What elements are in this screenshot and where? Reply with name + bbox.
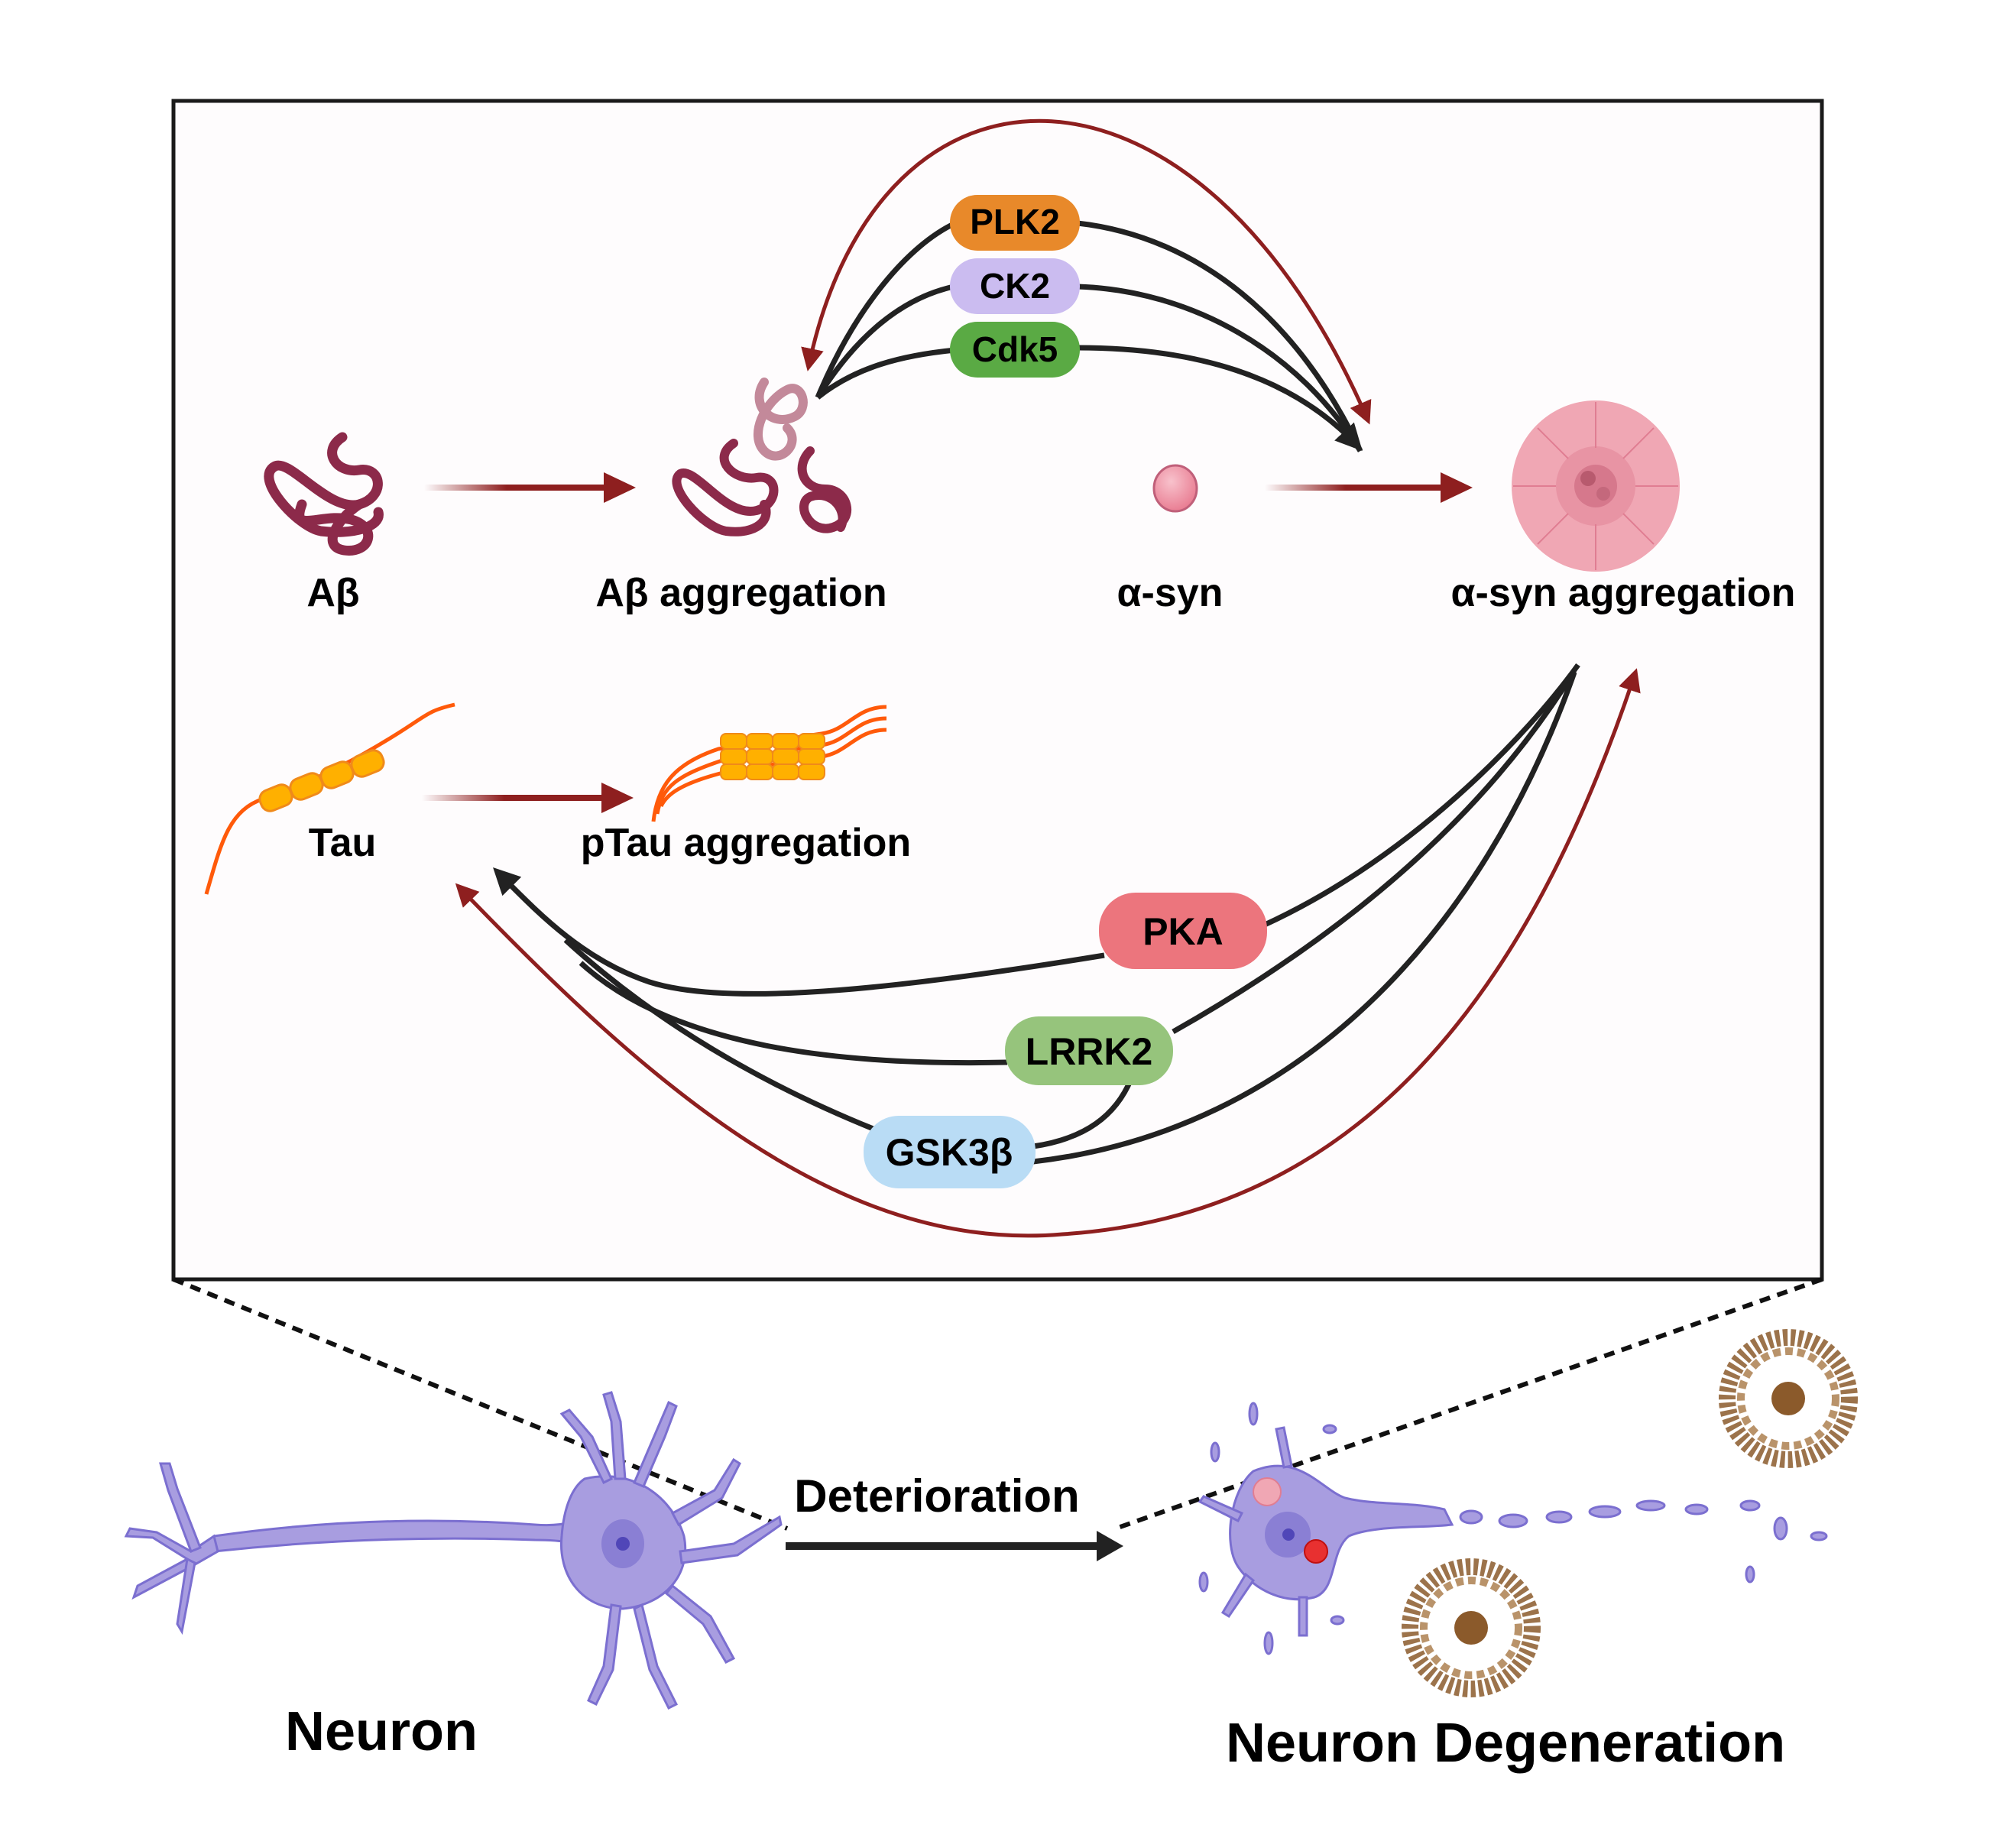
lrrk2-curve-right	[1172, 669, 1577, 1035]
tau-label: Tau	[309, 821, 377, 865]
cdk5-curve-left	[815, 347, 956, 400]
pill-bg	[864, 1116, 1036, 1188]
pill-bg	[950, 258, 1080, 314]
kinase-pill-lrrk2: LRRK2	[1005, 1016, 1173, 1085]
zoom-line-right	[1115, 1277, 1823, 1531]
lrrk2-curve-left	[579, 961, 1008, 1066]
top-kinase-curves	[815, 220, 1363, 452]
abeta-aggregate-icon	[672, 378, 851, 536]
neuron-degeneration-label: Neuron Degeneration	[1226, 1713, 1785, 1774]
tau-monomer-icon	[204, 702, 455, 895]
asyn-label: α-syn	[1117, 571, 1224, 615]
ck2-curve-left	[815, 284, 955, 399]
abeta-aggregation-label: Aβ aggregation	[595, 571, 886, 615]
abeta-arrow	[424, 472, 636, 503]
plk2-curve-right	[1077, 220, 1363, 452]
kinase-pill-ck2: CK2	[950, 258, 1080, 314]
cdk5-curve-right	[1077, 345, 1363, 452]
tau-asyn-red-arc	[455, 668, 1641, 1238]
asyn-aggregate-icon	[1512, 400, 1680, 572]
pill-bg	[1099, 893, 1267, 969]
deterioration-label: Deterioration	[794, 1470, 1079, 1522]
kinase-pill-cdk5: Cdk5	[950, 322, 1080, 378]
zoom-lines	[172, 1277, 1823, 1531]
kinase-label: PKA	[1143, 910, 1224, 953]
pill-bg	[950, 322, 1080, 378]
healthy-neuron-icon	[124, 1391, 783, 1710]
abeta-asyn-red-arc	[801, 118, 1372, 425]
kinase-pill-gsk3b: GSK3β	[864, 1116, 1036, 1188]
lrrk2-gsk3b-link	[1032, 1078, 1134, 1149]
bottom-kinase-curves	[493, 663, 1580, 1165]
kinase-pill-pka: PKA	[1099, 893, 1267, 969]
pill-bg	[1005, 1016, 1173, 1085]
degenerating-neuron-icon	[1198, 1402, 1828, 1655]
gsk3b-curve-left	[563, 938, 880, 1134]
asyn-arrow	[1265, 472, 1473, 503]
pill-bg	[950, 195, 1080, 251]
kinase-label: PLK2	[970, 202, 1060, 241]
kinase-pill-plk2: PLK2	[950, 195, 1080, 251]
pka-curve-right	[1263, 663, 1580, 928]
kinase-label: Cdk5	[972, 329, 1058, 369]
plk2-curve-left	[815, 220, 957, 399]
kinase-label: GSK3β	[886, 1131, 1013, 1174]
amyloid-plaque-icon	[1402, 1558, 1541, 1697]
abeta-monomer-icon	[264, 432, 384, 556]
kinase-label: LRRK2	[1026, 1030, 1153, 1073]
amyloid-plaque-icon	[1719, 1329, 1858, 1468]
ptau-aggregation-label: pTau aggregation	[581, 821, 911, 865]
pka-curve-left	[493, 867, 1105, 997]
asyn-aggregation-label: α-syn aggregation	[1451, 571, 1796, 615]
kinase-label: CK2	[980, 266, 1050, 306]
abeta-label: Aβ	[306, 571, 359, 615]
gsk3b-curve-right	[1032, 671, 1577, 1165]
neuron-label: Neuron	[285, 1701, 478, 1762]
asyn-monomer-icon	[1152, 464, 1198, 513]
deterioration-arrow	[786, 1531, 1123, 1561]
zoom-line-left	[172, 1277, 789, 1531]
ck2-curve-right	[1077, 284, 1363, 452]
